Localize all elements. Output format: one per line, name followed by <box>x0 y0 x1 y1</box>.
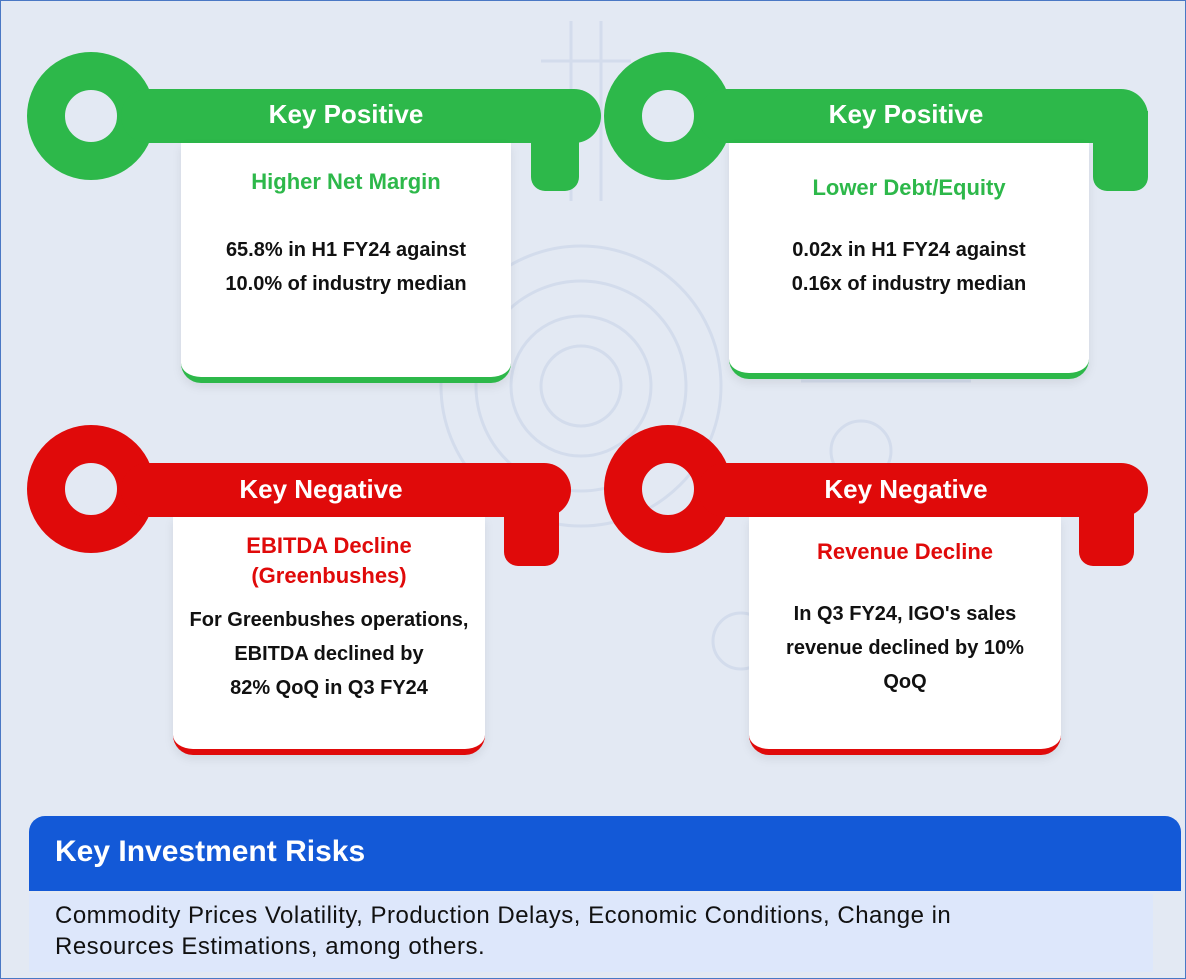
card-body-line: 0.02x in H1 FY24 against <box>792 239 1026 261</box>
card-label: Key Positive <box>268 99 424 129</box>
risks-header: Key Investment Risks <box>29 816 1181 891</box>
card-body-line: For Greenbushes operations, <box>189 609 469 631</box>
negative-card-revenue: Revenue Decline In Q3 FY24, IGO's sales … <box>749 517 1061 755</box>
card-body-line: In Q3 FY24, IGO's sales <box>793 603 1017 625</box>
card-heading: Lower Debt/Equity <box>812 175 1006 200</box>
risks-text: Commodity Prices Volatility, Production … <box>29 894 1153 972</box>
card-label: Key Negative <box>239 474 403 504</box>
card-heading: (Greenbushes) <box>251 563 407 588</box>
card-body-line: 82% QoQ in Q3 FY24 <box>230 677 428 699</box>
card-heading: EBITDA Decline <box>246 533 412 558</box>
risks-title: Key Investment Risks <box>55 835 366 868</box>
card-heading: Revenue Decline <box>816 539 994 564</box>
card-heading: Higher Net Margin <box>251 169 441 194</box>
risks-text-line: Resources Estimations, among others. <box>55 933 486 960</box>
card-label: Key Positive <box>828 99 984 129</box>
card-label: Key Negative <box>824 474 988 504</box>
card-body-line: 0.16x of industry median <box>791 273 1027 295</box>
risks-text-line: Commodity Prices Volatility, Production … <box>55 902 952 929</box>
card-body-line: 10.0% of industry median <box>225 273 467 295</box>
card-body-line: revenue declined by 10% <box>786 637 1024 659</box>
card-body-line: 65.8% in H1 FY24 against <box>225 239 467 261</box>
positive-card-debt-equity: Lower Debt/Equity 0.02x in H1 FY24 again… <box>729 143 1089 379</box>
positive-card-net-margin: Higher Net Margin 65.8% in H1 FY24 again… <box>181 143 511 383</box>
negative-card-ebitda: EBITDA Decline (Greenbushes) For Greenbu… <box>173 517 485 755</box>
card-body-line: QoQ <box>883 671 927 693</box>
card-body-line: EBITDA declined by <box>234 643 424 665</box>
